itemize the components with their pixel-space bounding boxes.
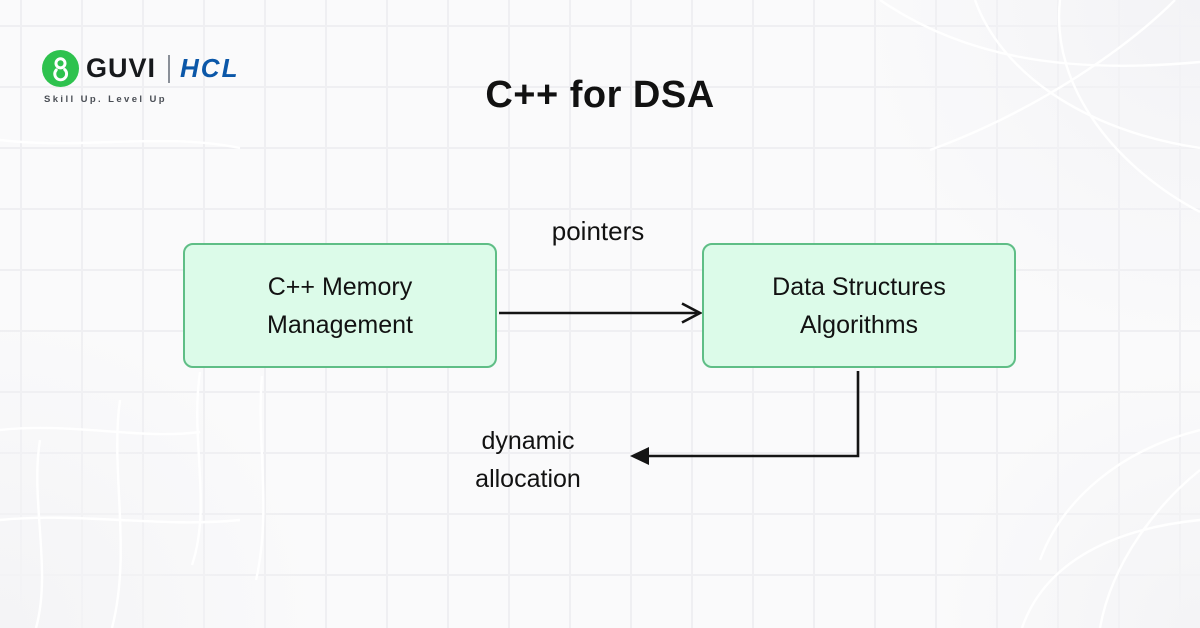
edge-label-dynamic-allocation: dynamic allocation [418, 422, 638, 498]
page-title: C++ for DSA [485, 74, 715, 116]
edge-label-pointers: pointers [551, 216, 645, 246]
node-label-line: Algorithms [799, 310, 919, 339]
edge-label-line: allocation [475, 465, 581, 493]
brand-logo: GUVI HCL Skill Up. Level Up [42, 50, 239, 105]
edge-label-line: dynamic [481, 427, 575, 455]
node-label-line: C++ Memory [267, 272, 413, 301]
arrow-pointers [499, 302, 703, 324]
node-cpp-memory-management: C++ Memory Management [183, 243, 497, 368]
logo-tagline: Skill Up. Level Up [44, 94, 167, 105]
node-label-line: Management [267, 310, 413, 339]
logo-divider [168, 54, 171, 83]
arrow-dynamic-allocation [630, 371, 860, 465]
hcl-wordmark: HCL [180, 53, 240, 83]
node-data-structures-algorithms: Data Structures Algorithms [702, 243, 1016, 368]
guvi-wordmark: GUVI [86, 53, 157, 83]
node-label-line: Data Structures [772, 272, 946, 301]
guvi-g-icon [42, 50, 79, 87]
